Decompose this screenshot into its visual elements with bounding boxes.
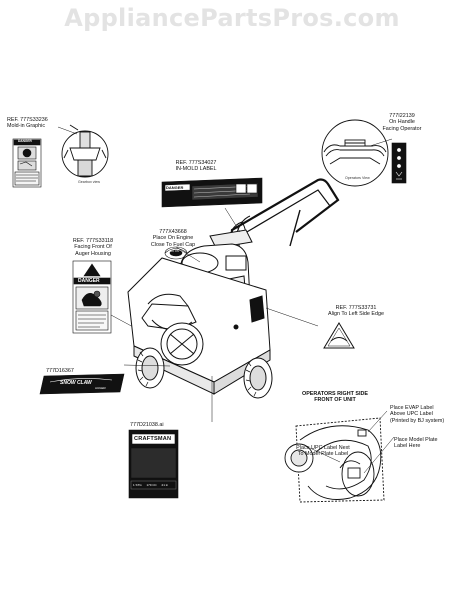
auger-housing: Auger Housing bbox=[75, 250, 111, 257]
model-line1: Place Model Plate bbox=[394, 437, 438, 443]
engine-label: 777X43668 Place On Engine Close To Fuel … bbox=[146, 229, 200, 248]
operators-view-caption: Operators View bbox=[345, 176, 370, 180]
snowblower-body bbox=[127, 178, 340, 399]
gearbox-inset bbox=[61, 124, 109, 178]
molded-ref: REF. 777S33236 bbox=[7, 117, 48, 123]
handle-label: 777I22139 On Handle Facing Operator bbox=[372, 113, 432, 132]
snow-claw-code: 777D16367 bbox=[46, 368, 74, 374]
engine-place: Place On Engine bbox=[152, 235, 194, 242]
inmold-danger-text: DANGER bbox=[166, 185, 184, 190]
model-line2: Label Here bbox=[394, 443, 421, 450]
snow-claw-sub: AUGER bbox=[95, 386, 106, 390]
in-mold-label-text: REF. 777S34027 IN-MOLD LABEL bbox=[164, 160, 228, 173]
operators-line2: FRONT OF UNIT bbox=[314, 397, 356, 404]
handle-ref: 777I22139 bbox=[389, 113, 415, 119]
right-side-view bbox=[284, 417, 385, 503]
align-triangle-decal bbox=[323, 322, 355, 349]
craftsman-sub1: 1 STG bbox=[133, 483, 142, 487]
operators-line1: OPERATORS RIGHT SIDE bbox=[302, 391, 368, 397]
molded-desc: Mold-in Graphic bbox=[7, 123, 46, 130]
craftsman-sub: 1 STG 179 CC 21 in bbox=[133, 483, 168, 487]
handle-decal bbox=[391, 142, 407, 184]
craftsman-brand: CRAFTSMAN bbox=[134, 436, 172, 442]
evap-line1: Place EVAP Label bbox=[390, 405, 434, 411]
inmold-ref: REF. 777S34027 bbox=[175, 160, 217, 166]
upc-line2: To Model Plate Label bbox=[297, 451, 349, 458]
align-label: REF. 777S33731 Align To Left Side Edge bbox=[321, 305, 391, 318]
snow-claw-decal bbox=[39, 373, 125, 395]
auger-danger-text: DANGER bbox=[78, 278, 100, 284]
inmold-desc: IN-MOLD LABEL bbox=[175, 166, 217, 173]
molded-graphic-label: REF. 777S33236 Mold-in Graphic bbox=[7, 117, 48, 130]
auger-facing: Facing Front Of bbox=[74, 244, 112, 251]
align-desc: Align To Left Side Edge bbox=[328, 311, 384, 318]
small-danger-text: DANGER bbox=[18, 139, 32, 143]
craftsman-sub3: 21 in bbox=[161, 483, 169, 487]
fuel-cap-text: OFF ON bbox=[169, 250, 179, 253]
evap-label: Place EVAP Label Above UPC Label (Printe… bbox=[390, 405, 444, 424]
snow-claw-text: SNOW CLAW bbox=[60, 380, 92, 386]
evap-line2: Above UPC Label bbox=[390, 411, 433, 418]
align-ref: REF. 777S33731 bbox=[335, 305, 377, 311]
handle-inset bbox=[321, 119, 389, 187]
danger-decal-small bbox=[12, 138, 42, 188]
upc-label: Place UPC Label Next To Model Plate Labe… bbox=[288, 445, 358, 458]
operators-side-label: OPERATORS RIGHT SIDE FRONT OF UNIT bbox=[290, 391, 380, 404]
auger-ref: REF. 777S33118 bbox=[72, 238, 114, 244]
watermark: AppliancePartsPros.com bbox=[64, 4, 400, 32]
gearbox-view-caption: Gearbox view bbox=[78, 180, 100, 184]
engine-close: Close To Fuel Cap bbox=[150, 241, 196, 248]
evap-line3: (Printed by BJ system) bbox=[390, 417, 445, 424]
upc-line1: Place UPC Label Next bbox=[296, 445, 350, 451]
craftsman-sub2: 179 CC bbox=[146, 483, 157, 487]
engine-ref: 777X43668 bbox=[159, 229, 187, 235]
craftsman-decal bbox=[128, 429, 179, 499]
model-plate-label: Place Model Plate Label Here bbox=[394, 437, 437, 450]
handle-place: On Handle bbox=[389, 119, 415, 126]
in-mold-label bbox=[161, 177, 263, 208]
auger-housing-label: REF. 777S33118 Facing Front Of Auger Hou… bbox=[65, 238, 121, 257]
auger-danger-decal bbox=[72, 260, 112, 334]
craftsman-code: 777D21038.ai bbox=[130, 422, 164, 428]
handle-facing: Facing Operator bbox=[382, 125, 422, 132]
